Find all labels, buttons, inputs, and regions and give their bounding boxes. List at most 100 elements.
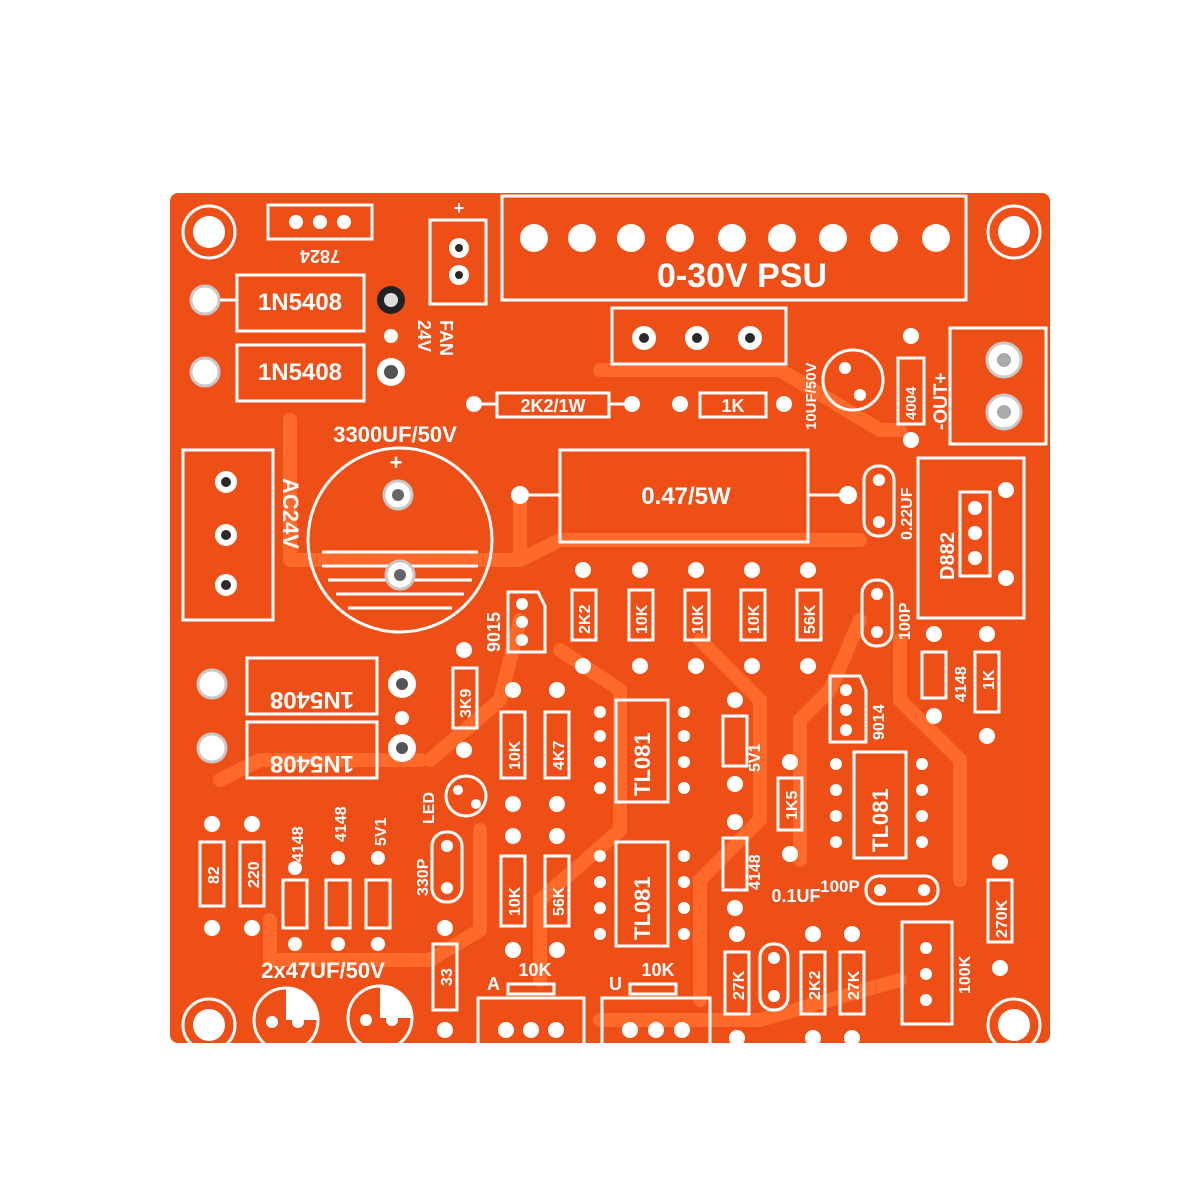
resistor-220: 220 bbox=[238, 816, 266, 936]
svg-text:AC24V: AC24V bbox=[278, 478, 303, 549]
copper-traces bbox=[213, 363, 967, 1027]
svg-text:TL081: TL081 bbox=[630, 732, 655, 796]
cap-01uf-footprint bbox=[758, 942, 790, 1012]
svg-text:100P: 100P bbox=[820, 877, 860, 896]
svg-text:27K: 27K bbox=[731, 970, 748, 1000]
resistor-10k-b: 10K bbox=[683, 562, 711, 674]
diode-4148-c: 4148 bbox=[721, 814, 764, 916]
svg-text:220: 220 bbox=[246, 861, 263, 888]
ic-tl081-3: TL081 bbox=[830, 750, 928, 860]
resistor-1k-right: 1K bbox=[973, 626, 1001, 744]
svg-text:10K: 10K bbox=[507, 886, 524, 916]
svg-text:4148: 4148 bbox=[290, 826, 307, 862]
pot-a: A 10K bbox=[476, 960, 586, 1056]
svg-text:10K: 10K bbox=[634, 604, 651, 634]
svg-text:10K: 10K bbox=[690, 604, 707, 634]
resistor-shunt-047: 0.47/5W bbox=[511, 448, 857, 544]
svg-text:D882: D882 bbox=[937, 532, 959, 580]
psu-header-block: 0-30V PSU bbox=[500, 194, 968, 302]
resistor-27k-a: 27K bbox=[723, 926, 751, 1046]
svg-text:4148: 4148 bbox=[953, 666, 970, 702]
svg-text:2x47UF/50V: 2x47UF/50V bbox=[261, 958, 385, 983]
resistor-4k7: 4K7 bbox=[543, 682, 571, 812]
svg-text:100P: 100P bbox=[897, 602, 914, 640]
svg-text:0.47/5W: 0.47/5W bbox=[641, 483, 731, 510]
resistor-10k-d: 10K bbox=[499, 682, 527, 812]
svg-text:4148: 4148 bbox=[333, 806, 350, 842]
svg-text:10K: 10K bbox=[507, 740, 524, 770]
svg-text:A: A bbox=[487, 974, 500, 994]
svg-text:10K: 10K bbox=[518, 960, 551, 980]
svg-text:82: 82 bbox=[206, 866, 223, 884]
svg-text:1N5408: 1N5408 bbox=[258, 359, 342, 386]
reg-7824-footprint: 7824 bbox=[266, 203, 374, 266]
diode-d3: 1N5408 bbox=[196, 656, 416, 716]
svg-text:10K: 10K bbox=[641, 960, 674, 980]
reg-label: 7824 bbox=[300, 246, 340, 266]
svg-text:5V1: 5V1 bbox=[747, 743, 764, 772]
diode-4148-b: 4148 bbox=[324, 806, 352, 951]
svg-text:1K: 1K bbox=[721, 396, 744, 416]
transistor-d882: D882 bbox=[916, 456, 1026, 620]
fan-label: FAN bbox=[436, 320, 456, 356]
transistor-9014: 9014 bbox=[828, 674, 888, 744]
diode-d2: 1N5408 bbox=[189, 329, 405, 403]
ic-tl081-1: TL081 bbox=[594, 698, 690, 804]
diode-4004: 4004 bbox=[896, 328, 926, 448]
fan-voltage-label: 24V bbox=[414, 320, 434, 352]
zener-5v1: 5V1 bbox=[364, 817, 392, 951]
svg-text:4004: 4004 bbox=[903, 386, 920, 420]
cap-022uf: 0.22UF bbox=[862, 464, 916, 540]
svg-text:9015: 9015 bbox=[484, 612, 504, 652]
svg-text:3K9: 3K9 bbox=[458, 689, 475, 718]
resistor-1k5: 1K5 bbox=[776, 754, 804, 862]
cap-01uf: 0.1UF bbox=[771, 886, 820, 906]
svg-text:2K2: 2K2 bbox=[577, 605, 594, 634]
resistor-10k-c: 10K bbox=[739, 562, 767, 674]
resistor-1k-top: 1K bbox=[672, 391, 792, 419]
svg-text:9014: 9014 bbox=[871, 704, 888, 740]
resistor-3k9: 3K9 bbox=[451, 642, 479, 758]
diode-4148-right: 4148 bbox=[920, 626, 970, 724]
diode-4148-a: 4148 bbox=[281, 826, 309, 951]
cap-100p-a: 100P bbox=[860, 578, 914, 648]
resistor-2k2-b: 2K2 bbox=[799, 926, 827, 1046]
resistor-56k-b: 56K bbox=[543, 828, 571, 958]
fan-connector: + FAN 24V bbox=[414, 198, 488, 356]
resistor-270k: 270K bbox=[986, 854, 1014, 976]
output-terminal: -OUT+ bbox=[931, 326, 1048, 446]
trimmer-100k: 100K bbox=[900, 920, 974, 1026]
svg-text:U: U bbox=[609, 974, 622, 994]
zener-5v1-b: 5V1 bbox=[721, 692, 764, 792]
svg-text:10K: 10K bbox=[746, 604, 763, 634]
svg-text:270K: 270K bbox=[994, 899, 1011, 938]
resistor-82: 82 bbox=[198, 816, 226, 936]
svg-text:3300UF/50V: 3300UF/50V bbox=[333, 422, 457, 447]
svg-text:56K: 56K bbox=[802, 604, 819, 634]
pot-u: U 10K bbox=[600, 960, 712, 1056]
svg-text:1N5408: 1N5408 bbox=[270, 750, 354, 777]
cap-330p: 330P bbox=[415, 830, 464, 904]
svg-text:TL081: TL081 bbox=[868, 788, 893, 852]
svg-text:0.1UF: 0.1UF bbox=[771, 886, 820, 906]
cap-100p-b: 100P bbox=[820, 874, 940, 906]
svg-text:4148: 4148 bbox=[747, 854, 764, 890]
ac-input-terminal: AC24V bbox=[181, 448, 303, 622]
svg-text:1N5408: 1N5408 bbox=[258, 289, 342, 316]
resistor-2k2: 2K2 bbox=[570, 562, 598, 674]
svg-text:1N5408: 1N5408 bbox=[270, 686, 354, 713]
svg-text:33: 33 bbox=[439, 968, 456, 986]
diode-d1: 1N5408 bbox=[189, 273, 405, 333]
svg-text:100K: 100K bbox=[957, 955, 974, 994]
svg-text:5V1: 5V1 bbox=[373, 817, 390, 846]
svg-text:10UF/50V: 10UF/50V bbox=[803, 362, 820, 430]
diode-d4: 1N5408 bbox=[196, 711, 416, 780]
resistor-56k-a: 56K bbox=[795, 562, 823, 674]
resistor-10k-e: 10K bbox=[499, 828, 527, 958]
svg-text:TL081: TL081 bbox=[630, 876, 655, 940]
caps-2x47uf: 2x47UF/50V bbox=[252, 958, 414, 1054]
cap-3300uf: 3300UF/50V + bbox=[306, 422, 494, 634]
svg-text:1K5: 1K5 bbox=[784, 791, 801, 820]
resistor-2k2-1w: 2K2/1W bbox=[466, 391, 640, 419]
